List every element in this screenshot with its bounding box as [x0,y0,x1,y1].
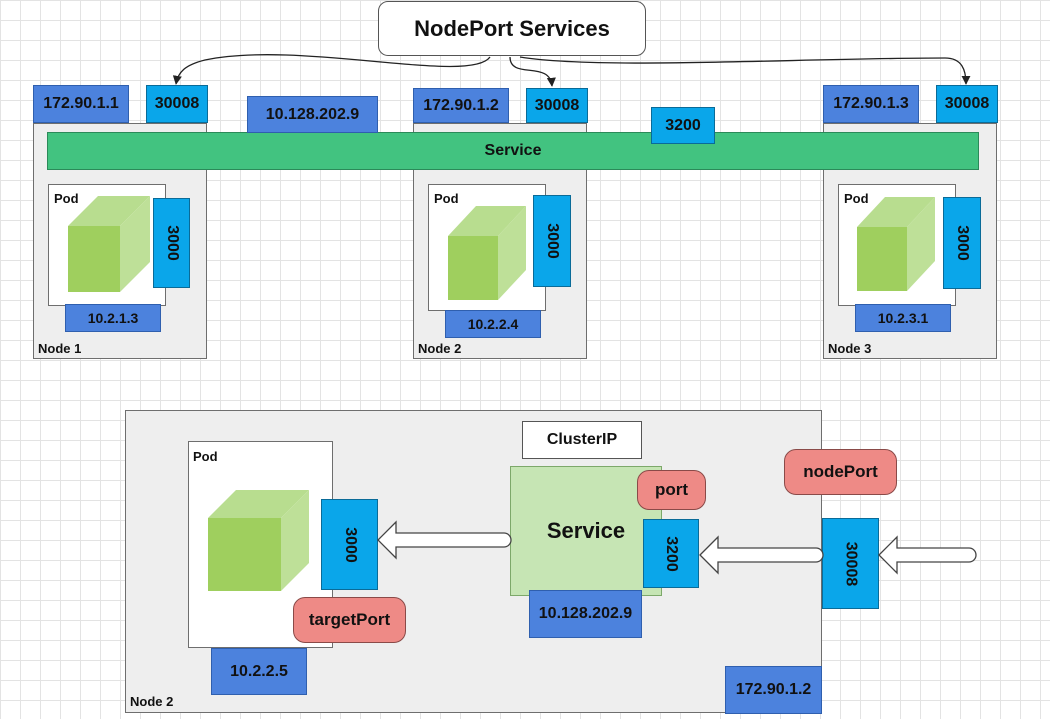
detail-service-ip: 10.128.202.9 [529,590,642,638]
node-1-pod-label: Pod [54,191,79,206]
detail-pod-label: Pod [193,449,218,464]
node-3-pod-ip: 10.2.3.1 [855,304,951,332]
node-3-ip: 172.90.1.3 [823,85,919,123]
cube-icon [448,206,526,300]
hollow-arrow-icon [377,520,512,560]
node-1-pod-ip: 10.2.1.3 [65,304,161,332]
cube-icon [208,490,309,591]
detail-service-port: 3200 [643,519,699,588]
node-2-ip: 172.90.1.2 [413,88,509,123]
target-port-callout: targetPort [293,597,406,643]
node-1-pod-port: 3000 [153,198,190,288]
node-1-nodeport: 30008 [146,85,208,123]
node-3-pod-label: Pod [844,191,869,206]
detail-node-label: Node 2 [130,694,174,709]
service-port-box: 3200 [651,107,715,144]
detail-node-port: 30008 [822,518,879,609]
detail-pod-port: 3000 [321,499,378,590]
detail-node-ip: 172.90.1.2 [725,666,822,714]
page-title: NodePort Services [414,15,610,41]
node-2-pod-ip: 10.2.2.4 [445,310,541,338]
node-3-nodeport: 30008 [936,85,998,123]
cluster-ip-label-box: ClusterIP [522,421,642,459]
detail-service-box: Service [510,466,662,596]
curved-arrow-icon [172,54,971,87]
node-1-label: Node 1 [38,341,82,356]
title-box: NodePort Services [378,1,646,56]
node-2-label: Node 2 [418,341,462,356]
node-2-pod-label: Pod [434,191,459,206]
node-2-pod-port: 3000 [533,195,571,287]
node-3-pod-port: 3000 [943,197,981,289]
hollow-arrow-icon [699,535,824,575]
port-callout: port [637,470,706,510]
detail-pod-ip: 10.2.2.5 [211,648,307,695]
service-bar: Service [47,132,979,170]
hollow-arrow-icon [878,535,977,575]
node-1-ip: 172.90.1.1 [33,85,129,123]
node-port-callout: nodePort [784,449,897,495]
cube-icon [857,197,935,291]
cluster-ip-box: 10.128.202.9 [247,96,378,133]
cube-icon [68,196,150,292]
node-3-label: Node 3 [828,341,872,356]
node-2-nodeport: 30008 [526,88,588,123]
